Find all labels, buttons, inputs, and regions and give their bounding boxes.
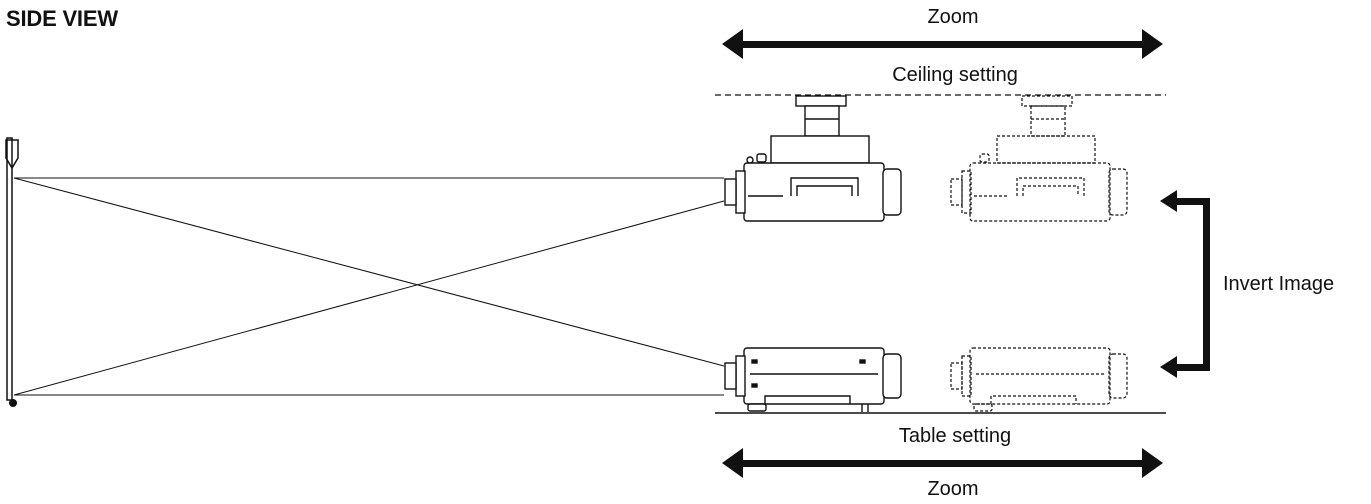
projection-beam-lines	[13, 177, 725, 396]
zoom-arrow-top	[722, 29, 1163, 59]
projector-table-solid	[724, 347, 902, 412]
zoom-label-bottom: Zoom	[927, 478, 979, 500]
table-setting-label: Table setting	[898, 425, 1012, 447]
projector-table-dashed	[950, 347, 1128, 412]
ceiling-setting-label: Ceiling setting	[892, 64, 1018, 86]
zoom-arrow-bottom	[722, 448, 1163, 478]
diagram-title: SIDE VIEW	[6, 6, 118, 31]
zoom-label-top: Zoom	[927, 6, 979, 28]
projector-ceiling-solid	[724, 95, 902, 222]
projection-screen	[5, 137, 19, 407]
invert-image-label: Invert Image	[1223, 273, 1335, 295]
invert-image-arrow	[1160, 190, 1210, 378]
projector-ceiling-dashed	[950, 95, 1128, 222]
